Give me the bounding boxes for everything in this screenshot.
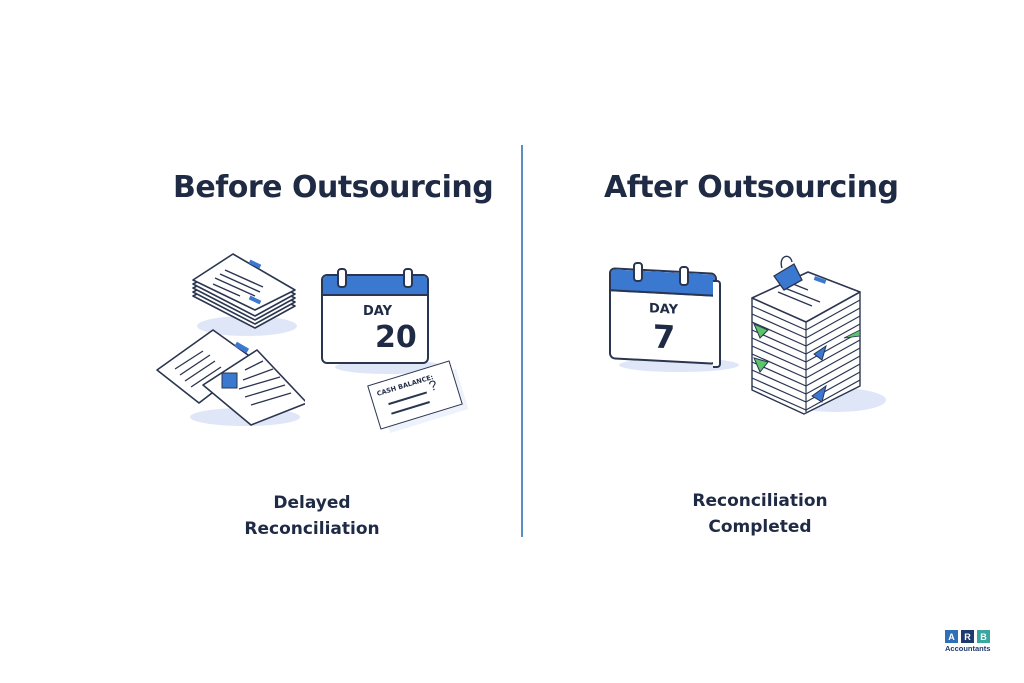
logo-letter-r: R [961,630,974,643]
logo-letter-b: B [977,630,990,643]
center-divider [521,145,523,537]
calendar-day-number: 7 [653,317,676,357]
calendar-day-label: DAY [649,301,679,318]
before-caption-line2: Reconciliation [244,519,380,539]
arb-accountants-logo: A R B Accountants [945,630,995,653]
document-stack-icon [192,253,297,336]
after-caption-line2: Completed [708,517,812,537]
completed-document-stack-icon [751,255,886,415]
after-title: After Outsourcing [604,170,899,205]
logo-letter-a: A [945,630,958,643]
question-mark-icon: ? [426,376,439,395]
calendar-day-label: DAY [363,304,393,319]
logo-name: Accountants [945,644,991,653]
before-title: Before Outsourcing [173,170,494,205]
after-caption: Reconciliation Completed [680,488,840,540]
calendar-day-7: DAY 7 [609,262,739,372]
binder-clip-icon [773,255,803,291]
before-caption: Delayed Reconciliation [232,490,392,542]
cash-balance-label: CASH BALANCE: [375,373,435,398]
calendar-day-20: DAY 20 [321,268,445,374]
before-caption-line1: Delayed [273,493,351,513]
calendar-day-number: 20 [375,320,417,355]
scattered-papers-icon [156,329,305,426]
after-caption-line1: Reconciliation [692,491,828,511]
